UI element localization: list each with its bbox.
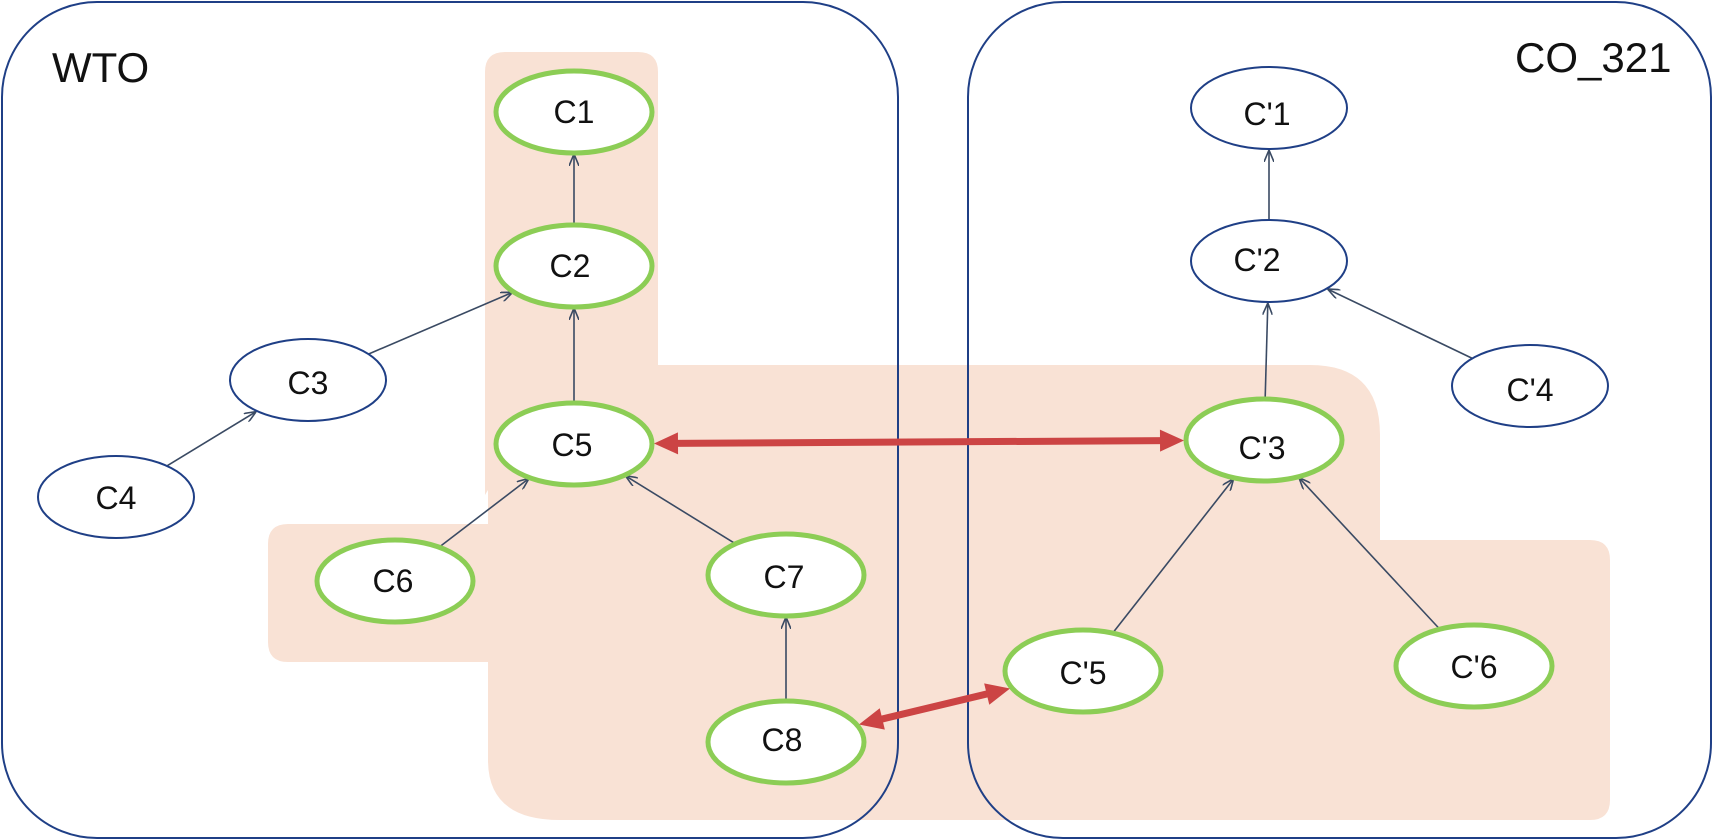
concept-label-c3: C3 [288, 365, 329, 401]
edge-c7-to-c5 [626, 476, 738, 546]
concept-node-c1[interactable]: C1 [493, 68, 655, 156]
concept-label-cp4: C'4 [1506, 372, 1553, 408]
edge-cp4-to-cp2 [1328, 289, 1475, 360]
concept-node-c8[interactable]: C8 [705, 698, 867, 786]
concept-label-c2: C2 [550, 248, 591, 284]
mapping-arrow-head [653, 432, 679, 455]
panel-co-321 [967, 1, 1712, 839]
edge-c3-to-c2 [366, 293, 512, 356]
concept-node-c5[interactable]: C5 [493, 400, 655, 488]
concept-node-c6[interactable]: C6 [314, 537, 476, 625]
edge-c6-to-c5 [437, 479, 529, 550]
panel-title-wto: WTO [52, 44, 149, 91]
edge-c4-to-c3 [164, 412, 255, 468]
concept-label-cp6: C'6 [1450, 649, 1497, 685]
edge-cp5-to-cp3 [1110, 479, 1233, 636]
concept-label-c8: C8 [762, 722, 803, 758]
concept-node-cp5[interactable]: C'5 [1002, 627, 1164, 715]
concept-node-cp6[interactable]: C'6 [1393, 622, 1555, 710]
panel-wto [1, 1, 899, 839]
concept-label-cp3: C'3 [1238, 430, 1285, 466]
concept-node-cp3[interactable]: C'3 [1183, 396, 1345, 484]
mapping-arrow-head [1159, 429, 1185, 452]
concept-label-c6: C6 [373, 563, 414, 599]
concept-label-cp2: C'2 [1233, 242, 1280, 278]
panel-title-co-321: CO_321 [1515, 34, 1671, 81]
concept-node-c4[interactable]: C4 [37, 455, 195, 539]
mapping-arrow-shaft [673, 437, 1165, 447]
concept-label-c5: C5 [552, 427, 593, 463]
edge-cp3-to-cp2 [1265, 304, 1268, 402]
mapping-arrow-shaft [877, 689, 992, 724]
mapping-arrow-c5-cp3 [653, 429, 1185, 455]
mapping-arrow-c8-cp5 [858, 683, 1011, 730]
edges-layer [164, 151, 1475, 703]
concept-label-cp1: C'1 [1243, 96, 1290, 132]
concept-node-c2[interactable]: C2 [493, 222, 655, 310]
concept-node-c7[interactable]: C7 [705, 531, 867, 619]
concept-label-c7: C7 [764, 559, 805, 595]
concept-node-cp1[interactable]: C'1 [1190, 66, 1348, 150]
concept-node-c3[interactable]: C3 [229, 338, 387, 422]
mapping-arrow-head [858, 708, 885, 730]
mapping-arrow-head [984, 683, 1011, 705]
edge-cp6-to-cp3 [1300, 478, 1442, 632]
mappings-layer [653, 429, 1185, 730]
concept-node-cp4[interactable]: C'4 [1451, 344, 1609, 428]
concept-node-cp2[interactable]: C'2 [1190, 219, 1348, 303]
concept-label-cp5: C'5 [1059, 655, 1106, 691]
concept-label-c4: C4 [96, 480, 137, 516]
concept-label-c1: C1 [554, 94, 595, 130]
